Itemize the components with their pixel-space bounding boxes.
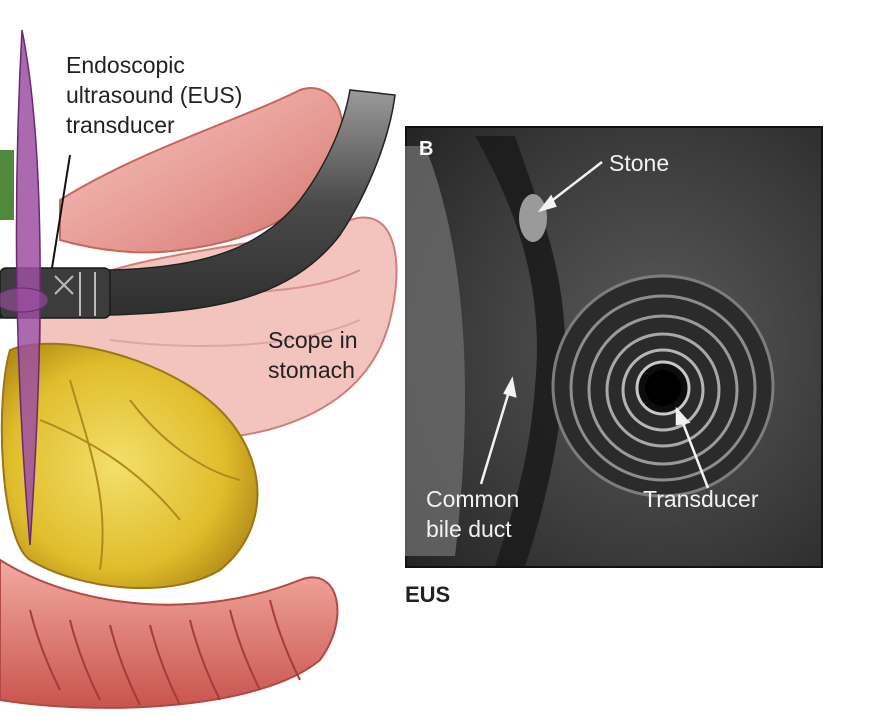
panel-letter: B <box>419 138 434 160</box>
stone-echo <box>519 194 547 242</box>
transducer-rings <box>551 274 775 498</box>
scan-plane <box>15 29 41 546</box>
stone-label: Stone <box>609 150 670 176</box>
eus-transducer-label: Endoscopic ultrasound (EUS) transducer <box>66 52 243 138</box>
bile-duct-label: Common bile duct <box>426 486 520 542</box>
intestine <box>0 558 339 709</box>
eus-caption: EUS <box>405 582 451 607</box>
transducer-label: Transducer <box>643 486 759 512</box>
pancreas <box>0 342 259 590</box>
stone-arrow <box>544 161 603 207</box>
bile-duct-arrow <box>479 387 512 485</box>
endoscope <box>0 89 396 319</box>
transducer-arrow <box>679 417 710 489</box>
scope-label: Scope in stomach <box>268 327 358 383</box>
bile-duct-region <box>475 136 565 566</box>
eus-transducer-pointer <box>51 154 71 269</box>
ultrasound-image <box>405 126 823 568</box>
